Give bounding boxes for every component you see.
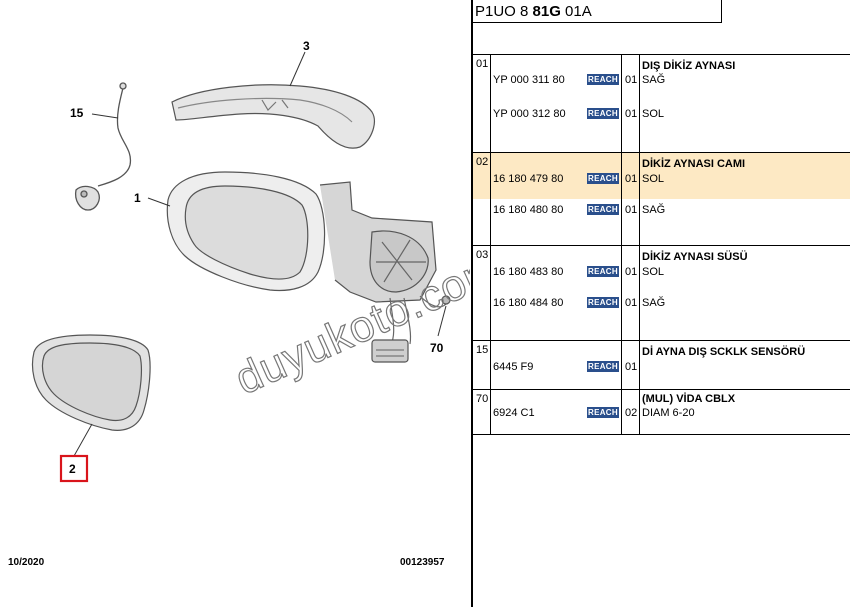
diagram-drawing: 3 15 1 70 2 duyukoto.com (31, 39, 510, 483)
group-number: 02 (476, 156, 489, 168)
ref-suffix: 01A (560, 3, 592, 20)
callout-label-15[interactable]: 15 (70, 106, 84, 120)
part-row[interactable]: 16 180 484 80 REACH 01 SAĞ (473, 295, 850, 311)
part-group-15: 15 Dİ AYNA DIŞ SCKLK SENSÖRÜ 6445 F9 REA… (473, 341, 850, 390)
part-row[interactable]: 6924 C1 REACH 02 DIAM 6-20 (473, 405, 850, 421)
parts-list-panel: P1UO 8 81G 01A 01 DIŞ DİKİZ AYNASI YP 00… (473, 0, 850, 607)
part-description: SAĞ (642, 204, 666, 216)
callout-label-1[interactable]: 1 (134, 191, 141, 205)
reach-badge: REACH (587, 74, 619, 85)
group-number: 70 (476, 393, 489, 405)
callout-label-70[interactable]: 70 (430, 341, 444, 355)
part-number[interactable]: 16 180 480 80 (493, 204, 564, 216)
part-number[interactable]: 16 180 484 80 (493, 297, 564, 309)
mirror-glass-part[interactable] (31, 334, 151, 431)
part-row[interactable]: YP 000 311 80 REACH 01 SAĞ (473, 72, 850, 88)
quantity: 01 (625, 74, 638, 86)
quantity: 01 (625, 173, 638, 185)
ref-bold: 81G (532, 3, 561, 20)
ref-prefix: P1UO 8 (475, 3, 533, 20)
panel-divider (471, 0, 473, 607)
part-number[interactable]: 16 180 479 80 (493, 173, 564, 185)
part-group-03: 03 DİKİZ AYNASI SÜSÜ 16 180 483 80 REACH… (473, 246, 850, 341)
part-row[interactable]: 16 180 483 80 REACH 01 SOL (473, 264, 850, 280)
mirror-housing-part[interactable] (166, 171, 451, 363)
reach-badge: REACH (587, 204, 619, 215)
group-number: 01 (476, 58, 489, 70)
part-description: SOL (642, 266, 665, 278)
reach-badge: REACH (587, 173, 619, 184)
group-title: DİKİZ AYNASI SÜSÜ (642, 251, 748, 263)
part-number[interactable]: YP 000 311 80 (493, 74, 565, 86)
quantity: 01 (625, 297, 638, 309)
quantity: 01 (625, 108, 638, 120)
reach-badge: REACH (587, 266, 619, 277)
part-description: SAĞ (642, 297, 666, 309)
group-title: DİKİZ AYNASI CAMI (642, 158, 746, 170)
leader-lines (73, 51, 447, 457)
part-description: SOL (642, 108, 665, 120)
reach-badge: REACH (587, 407, 619, 418)
part-row[interactable]: 6445 F9 REACH 01 (473, 359, 850, 375)
quantity: 01 (625, 204, 638, 216)
ref-cell-border (721, 0, 722, 23)
mirror-cover-part[interactable] (171, 84, 375, 149)
part-description: DIAM 6-20 (642, 407, 695, 419)
group-title: (MUL) VİDA CBLX (642, 393, 736, 405)
part-row[interactable]: 16 180 480 80 REACH 01 SAĞ (473, 202, 850, 218)
sensor-part[interactable] (74, 82, 132, 211)
part-number[interactable]: 6445 F9 (493, 361, 534, 373)
callout-label-2[interactable]: 2 (69, 462, 76, 476)
callout-box (59, 454, 89, 483)
part-description: SAĞ (642, 74, 666, 86)
parts-diagram: 3 15 1 70 2 duyukoto.com 10/2020 0012395… (8, 39, 510, 568)
drawing-id: 00123957 (400, 557, 445, 568)
part-row[interactable]: YP 000 312 80 REACH 01 SOL (473, 106, 850, 122)
quantity: 02 (625, 407, 638, 419)
reach-badge: REACH (587, 108, 619, 119)
part-number[interactable]: 6924 C1 (493, 407, 535, 419)
group-number: 15 (476, 344, 489, 356)
group-number: 03 (476, 249, 489, 261)
part-number[interactable]: 16 180 483 80 (493, 266, 564, 278)
quantity: 01 (625, 361, 638, 373)
highlight-band (473, 153, 850, 199)
header-separator (473, 54, 850, 55)
part-row-selected[interactable]: 16 180 479 80 REACH 01 SOL (473, 171, 850, 187)
callout-label-3[interactable]: 3 (303, 39, 310, 53)
part-group-70: 70 (MUL) VİDA CBLX 6924 C1 REACH 02 DIAM… (473, 390, 850, 435)
reference-code: P1UO 8 81G 01A (473, 0, 721, 23)
part-number[interactable]: YP 000 312 80 (493, 108, 566, 120)
quantity: 01 (625, 266, 638, 278)
reach-badge: REACH (587, 297, 619, 308)
reach-badge: REACH (587, 361, 619, 372)
part-group-02: 02 DİKİZ AYNASI CAMI 16 180 479 80 REACH… (473, 153, 850, 246)
diagram-date: 10/2020 (8, 557, 45, 568)
part-description: SOL (642, 173, 665, 185)
group-title: Dİ AYNA DIŞ SCKLK SENSÖRÜ (642, 346, 806, 358)
part-group-01: 01 DIŞ DİKİZ AYNASI YP 000 311 80 REACH … (473, 55, 850, 153)
group-title: DIŞ DİKİZ AYNASI (642, 60, 736, 72)
